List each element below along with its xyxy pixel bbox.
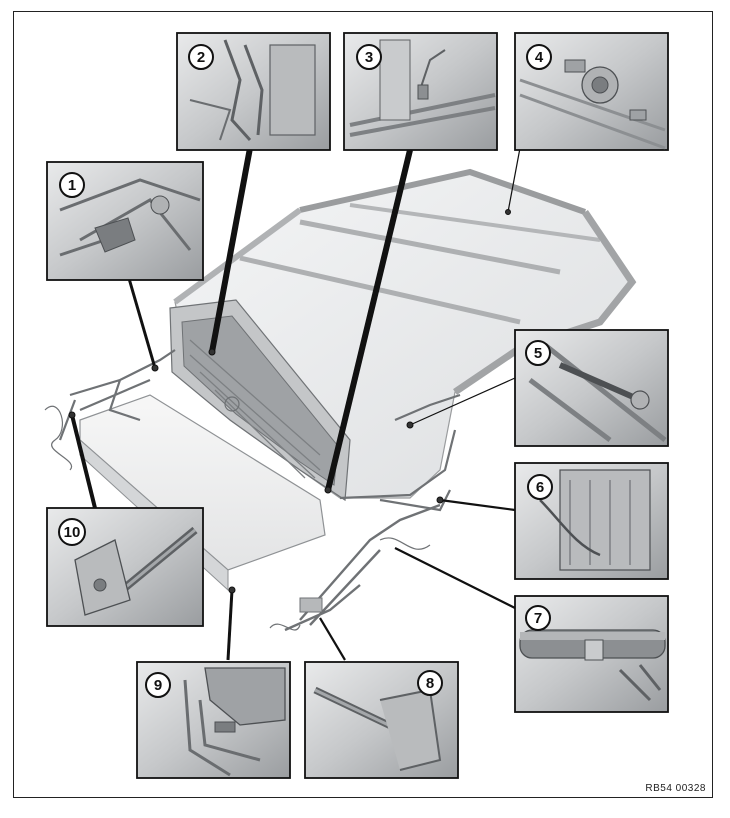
leader-9 bbox=[226, 589, 234, 661]
callout-label-1: 1 bbox=[68, 177, 76, 194]
lower-cable bbox=[269, 537, 431, 631]
leader-dot-10 bbox=[68, 411, 76, 419]
leader-1 bbox=[126, 274, 157, 369]
rear-window-slats bbox=[189, 339, 321, 479]
detail-panel-1: 1 bbox=[46, 161, 204, 281]
leader-dot-3 bbox=[324, 486, 332, 494]
callout-label-7: 7 bbox=[534, 610, 542, 627]
detail-panel-2: 2 bbox=[176, 32, 331, 151]
reference-code: RB54 00328 bbox=[645, 783, 706, 794]
rear-window-badge bbox=[224, 396, 240, 412]
left-linkage bbox=[58, 349, 176, 441]
roof-bow-1 bbox=[239, 255, 521, 325]
callout-label-9: 9 bbox=[154, 677, 162, 694]
detail-panel-10: 10 bbox=[46, 507, 204, 627]
leader-lines bbox=[68, 147, 521, 661]
left-cable bbox=[44, 405, 73, 471]
leader-dot-4 bbox=[505, 209, 511, 215]
leader-dot-2 bbox=[208, 348, 216, 356]
roof-side-rail bbox=[453, 210, 637, 395]
callout-label-2: 2 bbox=[197, 49, 205, 66]
rear-window-glass bbox=[181, 315, 339, 486]
leader-4 bbox=[507, 147, 521, 213]
leader-3 bbox=[325, 149, 413, 491]
leader-dot-9 bbox=[228, 586, 236, 594]
callout-label-6: 6 bbox=[536, 479, 544, 496]
leader-7 bbox=[394, 547, 516, 609]
callout-label-3: 3 bbox=[365, 49, 373, 66]
callout-label-5: 5 bbox=[534, 345, 542, 362]
leader-2 bbox=[209, 147, 253, 353]
detail-panel-6: 6 bbox=[514, 462, 669, 580]
roof-bow-2 bbox=[299, 219, 561, 275]
leader-dot-1 bbox=[151, 364, 159, 372]
figure-frame bbox=[13, 11, 713, 798]
leader-8 bbox=[319, 617, 346, 661]
callout-label-8: 8 bbox=[426, 675, 434, 692]
detail-panel-3: 3 bbox=[343, 32, 498, 151]
detail-panel-4: 4 bbox=[514, 32, 669, 151]
right-linkage bbox=[339, 393, 461, 512]
roof-front-rail bbox=[299, 168, 586, 215]
roof-bow-3 bbox=[349, 203, 601, 242]
callout-label-4: 4 bbox=[535, 49, 544, 66]
callout-label-10: 10 bbox=[64, 524, 81, 541]
leader-6 bbox=[439, 498, 516, 512]
leader-dot-6 bbox=[436, 496, 444, 504]
leader-5 bbox=[409, 377, 516, 426]
detail-panel-8: 8 bbox=[304, 661, 459, 779]
detail-panel-9: 9 bbox=[136, 661, 291, 779]
roof-side-rail-left bbox=[173, 207, 302, 305]
detail-panel-5: 5 bbox=[514, 329, 669, 447]
detail-panel-7: 7 bbox=[514, 595, 669, 713]
leader-dot-5 bbox=[406, 421, 414, 429]
lower-bracket bbox=[299, 597, 323, 613]
leader-10 bbox=[70, 414, 97, 509]
